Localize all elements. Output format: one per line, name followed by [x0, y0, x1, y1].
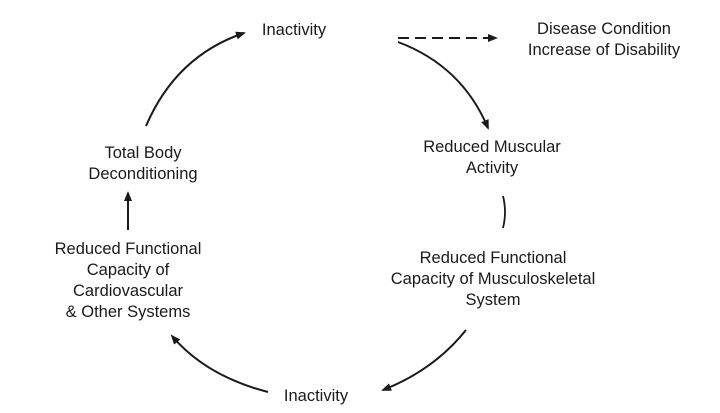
node-label-line: Total Body	[104, 144, 182, 162]
edge-total-body-to-inactivity-top	[145, 31, 246, 127]
node-label-line: Reduced Functional	[54, 240, 202, 258]
node-label-line: Reduced Functional	[419, 249, 567, 267]
edge-inactivity-bottom-to-cardiovascular	[170, 334, 269, 393]
node-reduced-functional-musculoskeletal: Reduced Functional Capacity of Musculosk…	[391, 248, 596, 311]
node-label-line: Cardiovascular	[72, 282, 184, 300]
node-disease-condition: Disease Condition Increase of Disability	[528, 19, 680, 61]
node-inactivity-top: Inactivity	[262, 20, 326, 41]
node-inactivity-bottom: Inactivity	[284, 386, 348, 407]
node-label-line: Deconditioning	[88, 165, 198, 183]
edge-muscular-to-musculoskeletal	[502, 195, 506, 229]
node-label-line: Increase of Disability	[527, 41, 681, 59]
node-label-line: Activity	[465, 159, 519, 177]
node-label-line: Capacity of Musculoskeletal	[390, 270, 596, 288]
node-label-line: Capacity of	[86, 261, 170, 279]
node-label-line: Inactivity	[283, 387, 349, 405]
node-reduced-muscular-activity: Reduced Muscular Activity	[423, 137, 561, 179]
node-label-line: Inactivity	[261, 21, 327, 39]
node-reduced-functional-cardiovascular: Reduced Functional Capacity of Cardiovas…	[55, 239, 202, 323]
node-label-line: Reduced Muscular	[423, 138, 561, 156]
node-label-line: & Other Systems	[65, 303, 191, 321]
edge-musculoskeletal-to-inactivity-bottom	[381, 329, 467, 391]
node-total-body-deconditioning: Total Body Deconditioning	[88, 143, 197, 185]
edge-inactivity-to-reduced-muscular-activity	[397, 41, 489, 130]
node-label-line: Disease Condition	[537, 20, 671, 38]
node-label-line: System	[465, 291, 521, 309]
